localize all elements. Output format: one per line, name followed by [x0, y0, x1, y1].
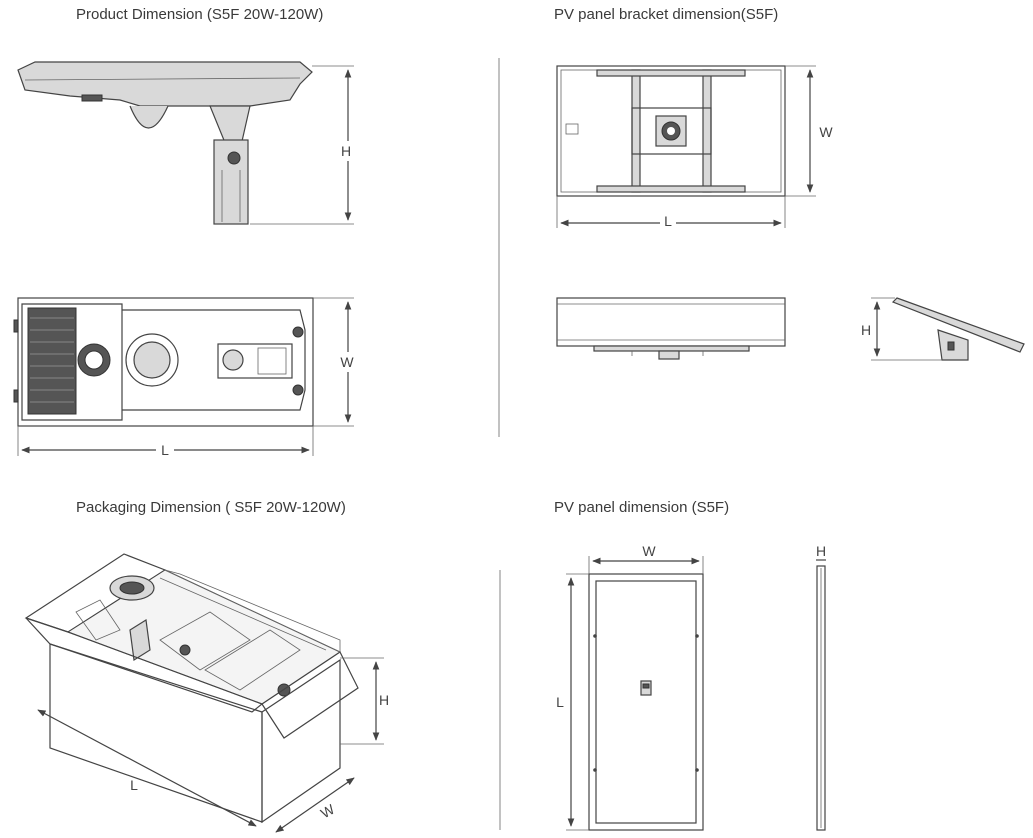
packaging-w-label: W [318, 801, 338, 822]
packaging-box [24, 553, 359, 824]
pv-panel-w-dimension [588, 556, 704, 574]
packaging-h-label: H [379, 692, 389, 708]
product-top-w-label: W [340, 354, 354, 370]
bracket-w-label: W [819, 124, 833, 140]
product-top-l-label: L [161, 442, 169, 458]
bracket-dimension-title: PV panel bracket dimension(S5F) [554, 6, 779, 23]
bracket-side-h-dimension [871, 297, 942, 361]
panel-dimension-title: PV panel dimension (S5F) [554, 499, 730, 516]
bracket-front-view [556, 297, 786, 360]
product-dimension-title: Product Dimension (S5F 20W-120W) [76, 6, 324, 23]
packaging-l-label: L [130, 777, 138, 793]
pv-panel-side-view [816, 559, 826, 831]
packaging-h-dimension [340, 657, 384, 745]
bracket-top-view [556, 65, 786, 197]
packaging-dimension-title: Packaging Dimension ( S5F 20W-120W) [76, 499, 346, 516]
packaging-l-dimension [37, 709, 257, 827]
bracket-side-h-label: H [861, 322, 871, 338]
bracket-w-dimension [785, 65, 816, 197]
bracket-l-label: L [664, 213, 672, 229]
pv-panel-l-label: L [556, 694, 564, 710]
pv-panel-w-label: W [642, 543, 656, 559]
product-side-view [17, 61, 313, 225]
product-side-h-label: H [341, 143, 351, 159]
pv-panel-l-dimension [566, 573, 589, 831]
pv-panel-front-view [588, 573, 704, 831]
packaging-w-dimension [275, 777, 355, 833]
pv-panel-side-h-label: H [816, 543, 826, 559]
product-top-view [13, 297, 314, 427]
bracket-side-view [891, 297, 1025, 361]
